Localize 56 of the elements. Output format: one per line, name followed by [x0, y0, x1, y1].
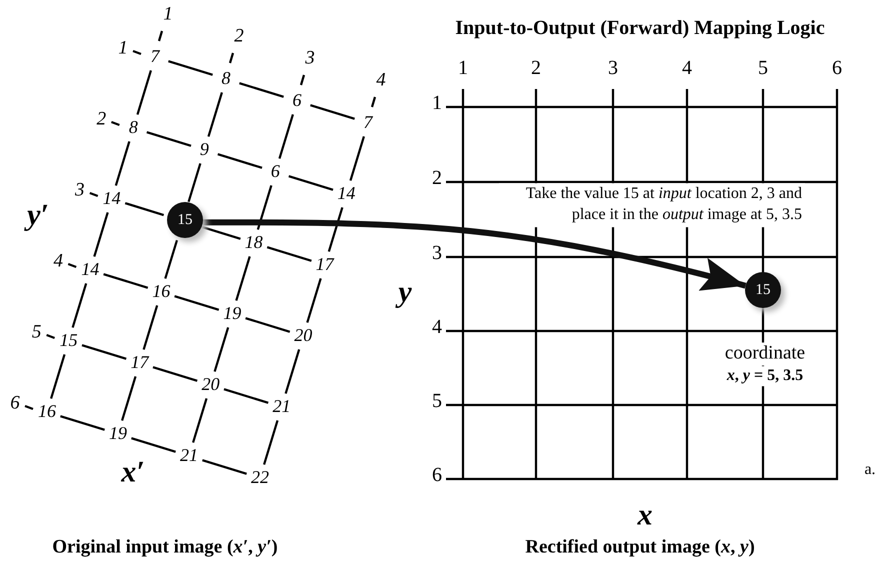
pixel-value: 21 — [272, 397, 291, 417]
column-number: 4 — [682, 57, 692, 79]
row-number: 5 — [432, 390, 442, 412]
row-number: 2 — [432, 167, 442, 189]
axis-label: x′ — [121, 456, 145, 488]
column-number: 1 — [458, 57, 468, 79]
row-number: 2 — [96, 110, 106, 130]
axis-label: x — [638, 498, 652, 532]
pixel-value: 19 — [109, 424, 127, 444]
row-number: 1 — [432, 92, 442, 114]
mapping-arrow — [202, 219, 746, 292]
row-number: 4 — [432, 316, 442, 338]
pixel-value: 15 — [60, 331, 78, 351]
pixel-value: 16 — [152, 282, 170, 302]
column-number: 4 — [376, 70, 386, 92]
pixel-value: 6 — [270, 162, 280, 182]
diagram-title: Input-to-Output (Forward) Mapping Logic — [455, 17, 825, 39]
pixel-value: 14 — [337, 184, 356, 204]
pixel-value: 19 — [223, 304, 242, 324]
pixel-value: 20 — [202, 375, 220, 395]
column-number: 3 — [608, 57, 618, 79]
pixel-value: 20 — [294, 326, 312, 346]
row-number: 4 — [53, 252, 63, 272]
pixel-value: 14 — [81, 260, 100, 280]
pixel-value: 16 — [38, 402, 56, 422]
pixel-value: 7 — [364, 113, 372, 133]
row-number: 3 — [75, 180, 85, 202]
axis-label: y — [398, 276, 412, 308]
row-number: 6 — [432, 464, 442, 486]
column-number: 3 — [305, 48, 315, 70]
pixel-value: 18 — [244, 233, 263, 253]
column-number: 2 — [531, 57, 541, 79]
pixel-value: 17 — [316, 255, 334, 275]
note-text: Take the value 15 at input location 2, 3 and place it in the output image at 5, 3.5 — [499, 183, 805, 227]
pixel-value: 14 — [102, 189, 121, 209]
pixel-value: 17 — [130, 353, 149, 373]
pixel-value: 21 — [180, 446, 198, 466]
pixel-value: 9 — [200, 140, 209, 160]
row-number: 1 — [118, 38, 128, 60]
row-number: 3 — [432, 242, 442, 264]
caption: Rectified output image (x, y) — [525, 538, 755, 558]
column-number: 6 — [832, 57, 842, 79]
value-circle: 15 — [745, 272, 781, 308]
caption: Original input image (x′, y′) — [52, 538, 278, 558]
row-number: 6 — [10, 394, 20, 414]
pixel-value: 22 — [251, 468, 269, 488]
pixel-value: 7 — [150, 47, 160, 67]
panel-letter: a. — [864, 461, 876, 479]
column-number: 2 — [234, 26, 244, 48]
pixel-value: 8 — [222, 69, 230, 89]
column-number: 5 — [758, 57, 768, 79]
row-number: 5 — [32, 322, 42, 344]
column-number: 1 — [163, 4, 173, 26]
value-circle: 15 — [167, 202, 203, 238]
pixel-value: 6 — [292, 91, 302, 111]
pixel-value: 8 — [128, 118, 138, 138]
